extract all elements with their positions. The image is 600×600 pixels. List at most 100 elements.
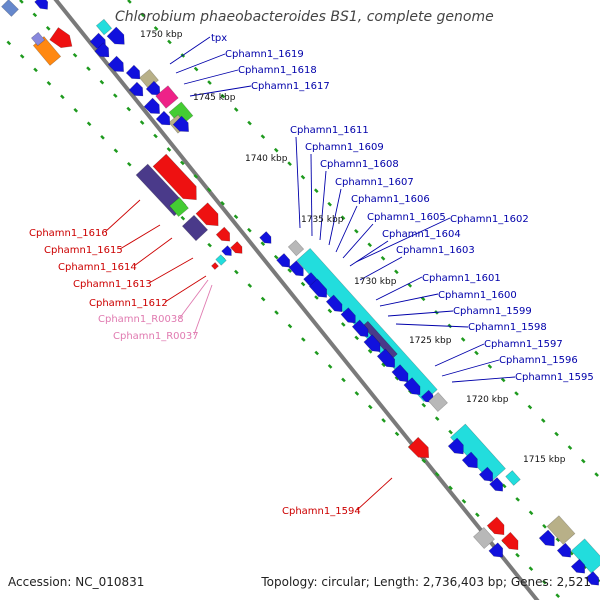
gene-label-cphamn1-r0037[interactable]: Cphamn1_R0037: [113, 331, 199, 342]
tick-mark: [233, 214, 239, 220]
gene-arrow: [538, 529, 555, 547]
gene-block-shape: [30, 31, 46, 47]
gene-label-cphamn1-1612[interactable]: Cphamn1_1612: [89, 298, 168, 309]
gene-label-cphamn1-r0038[interactable]: Cphamn1_R0038: [98, 314, 184, 325]
gene-label-cphamn1-1603[interactable]: Cphamn1_1603: [396, 245, 475, 256]
gene-label-cphamn1-1602[interactable]: Cphamn1_1602: [450, 214, 529, 225]
gene-arrow: [351, 319, 369, 338]
callout-line: [148, 257, 194, 284]
tick-mark: [166, 147, 172, 152]
gene-label-cphamn1-1600[interactable]: Cphamn1_1600: [438, 290, 517, 301]
tick-mark: [514, 391, 519, 396]
tick-mark: [287, 268, 292, 273]
tick-mark: [287, 323, 293, 329]
gene-features: [1, 0, 600, 586]
gene-label-cphamn1-1609[interactable]: Cphamn1_1609: [305, 142, 384, 153]
gene-label-cphamn1-1615[interactable]: Cphamn1_1615: [44, 245, 123, 256]
gene-arrow: [125, 64, 141, 80]
gene-label-cphamn1-1594[interactable]: Cphamn1_1594: [282, 506, 361, 517]
tick-mark: [461, 498, 467, 504]
gene-label-cphamn1-1599[interactable]: Cphamn1_1599: [453, 306, 532, 317]
gene-label-cphamn1-1608[interactable]: Cphamn1_1608: [320, 159, 399, 170]
gene-block-shape: [95, 18, 113, 36]
gene-arrow: [501, 531, 519, 551]
gene-labels-red: Cphamn1_1616 Cphamn1_1615 Cphamn1_1614 C…: [29, 228, 361, 517]
gene-arrow: [128, 81, 144, 97]
gene-arrow: [570, 558, 586, 574]
tick-mark: [540, 418, 546, 423]
tick-mark: [314, 188, 319, 193]
tick-mark: [247, 227, 252, 233]
gene-block-shape: [428, 392, 448, 412]
gene-arrow-shape: [34, 0, 49, 10]
gene-label-cphamn1-1614[interactable]: Cphamn1_1614: [58, 262, 137, 273]
gene-arrow-shape: [172, 115, 189, 132]
tick-mark: [314, 350, 320, 356]
gene-arrow: [215, 226, 231, 242]
gene-label-tpx[interactable]: tpx: [211, 33, 227, 44]
tick-mark: [127, 0, 132, 4]
gene-block-shape: [1, 0, 19, 17]
tick-mark: [381, 418, 386, 423]
tick-mark: [474, 350, 479, 356]
tick-mark: [314, 295, 319, 300]
gene-block: [428, 392, 448, 412]
gene-label-cphamn1-1604[interactable]: Cphamn1_1604: [382, 229, 461, 240]
gene-arrow-shape: [556, 542, 572, 558]
tick-mark: [60, 94, 65, 100]
gene-label-cphamn1-1601[interactable]: Cphamn1_1601: [422, 273, 501, 284]
tick-mark: [555, 593, 560, 598]
gene-arrow-shape: [195, 202, 219, 227]
gene-label-cphamn1-1595[interactable]: Cphamn1_1595: [515, 372, 594, 383]
callout-line: [328, 188, 342, 246]
gene-arrow-shape: [107, 55, 124, 72]
callout-line: [164, 275, 207, 303]
scale-label-1730: 1730 kbp: [354, 277, 397, 287]
callout-line: [193, 284, 213, 336]
gene-label-cphamn1-1616[interactable]: Cphamn1_1616: [29, 228, 108, 239]
gene-arrow-shape: [94, 42, 110, 58]
tick-mark: [193, 174, 199, 179]
gene-arrow: [489, 477, 504, 492]
callout-line: [295, 136, 301, 229]
gene-arrow-shape: [585, 571, 600, 586]
callout-line: [395, 323, 469, 328]
gene-label-cphamn1-1597[interactable]: Cphamn1_1597: [484, 339, 563, 350]
gene-arrow: [288, 260, 304, 277]
tick-mark: [448, 429, 453, 435]
tick-mark: [273, 254, 279, 260]
gene-label-cphamn1-1596[interactable]: Cphamn1_1596: [499, 355, 578, 366]
gene-label-cphamn1-1617[interactable]: Cphamn1_1617: [251, 81, 330, 92]
tick-mark: [341, 377, 346, 383]
gene-arrow: [145, 80, 161, 96]
tick-mark: [287, 161, 292, 166]
tick-mark: [340, 215, 346, 221]
gene-block-shape: [505, 470, 521, 486]
gene-labels-blue: tpx Cphamn1_1619 Cphamn1_1618 Cphamn1_16…: [211, 33, 594, 383]
gene-arrow-shape: [152, 153, 197, 201]
tick-mark: [33, 67, 38, 73]
topology-text: Topology: circular; Length: 2,736,403 bp…: [261, 575, 591, 589]
tick-mark: [207, 80, 212, 85]
gene-label-cphamn1-1618[interactable]: Cphamn1_1618: [238, 65, 317, 76]
gene-block-shape: [473, 526, 495, 550]
gene-label-cphamn1-1607[interactable]: Cphamn1_1607: [335, 177, 414, 188]
gene-label-cphamn1-1598[interactable]: Cphamn1_1598: [468, 322, 547, 333]
gene-block: [95, 18, 113, 36]
tick-mark: [46, 81, 52, 86]
gene-arrow-shape: [49, 27, 73, 49]
gene-arrow-shape: [391, 364, 409, 383]
gene-label-cphamn1-1605[interactable]: Cphamn1_1605: [367, 212, 446, 223]
gene-label-cphamn1-1613[interactable]: Cphamn1_1613: [73, 279, 152, 290]
gene-arrow: [152, 153, 197, 201]
callout-line: [375, 276, 423, 301]
tick-mark: [434, 472, 440, 477]
tick-mark: [19, 0, 24, 4]
gene-label-cphamn1-1611[interactable]: Cphamn1_1611: [290, 125, 369, 136]
tick-mark: [542, 579, 547, 585]
gene-label-cphamn1-1619[interactable]: Cphamn1_1619: [225, 49, 304, 60]
gene-block: [505, 470, 521, 486]
gene-label-cphamn1-1606[interactable]: Cphamn1_1606: [351, 194, 430, 205]
tick-mark: [274, 310, 279, 315]
